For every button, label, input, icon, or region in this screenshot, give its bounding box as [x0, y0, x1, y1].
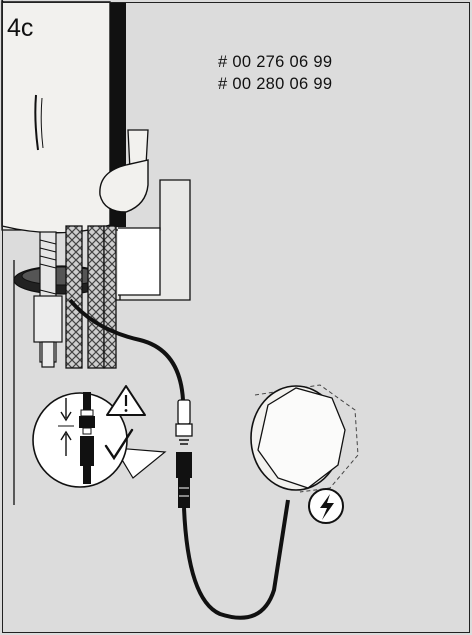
warning-triangle-icon	[106, 385, 146, 416]
threaded-rod	[33, 231, 63, 368]
faucet-cable	[68, 298, 185, 401]
upper-connector	[175, 399, 193, 445]
checkmark-icon	[104, 428, 134, 461]
lever-handle	[99, 129, 149, 213]
arrow-up-icon	[60, 430, 72, 456]
part-number-1: # 00 276 06 99	[218, 53, 333, 71]
part-number-2: # 00 280 06 99	[218, 75, 333, 93]
electric-hazard-icon	[308, 488, 344, 524]
power-supply	[250, 384, 359, 493]
connector-detail-callout	[32, 392, 167, 488]
power-cable	[182, 499, 290, 620]
step-number-label: 4c	[7, 14, 34, 42]
lower-connector	[176, 452, 192, 508]
braided-hoses	[65, 225, 117, 369]
arrow-down-icon	[60, 398, 72, 422]
